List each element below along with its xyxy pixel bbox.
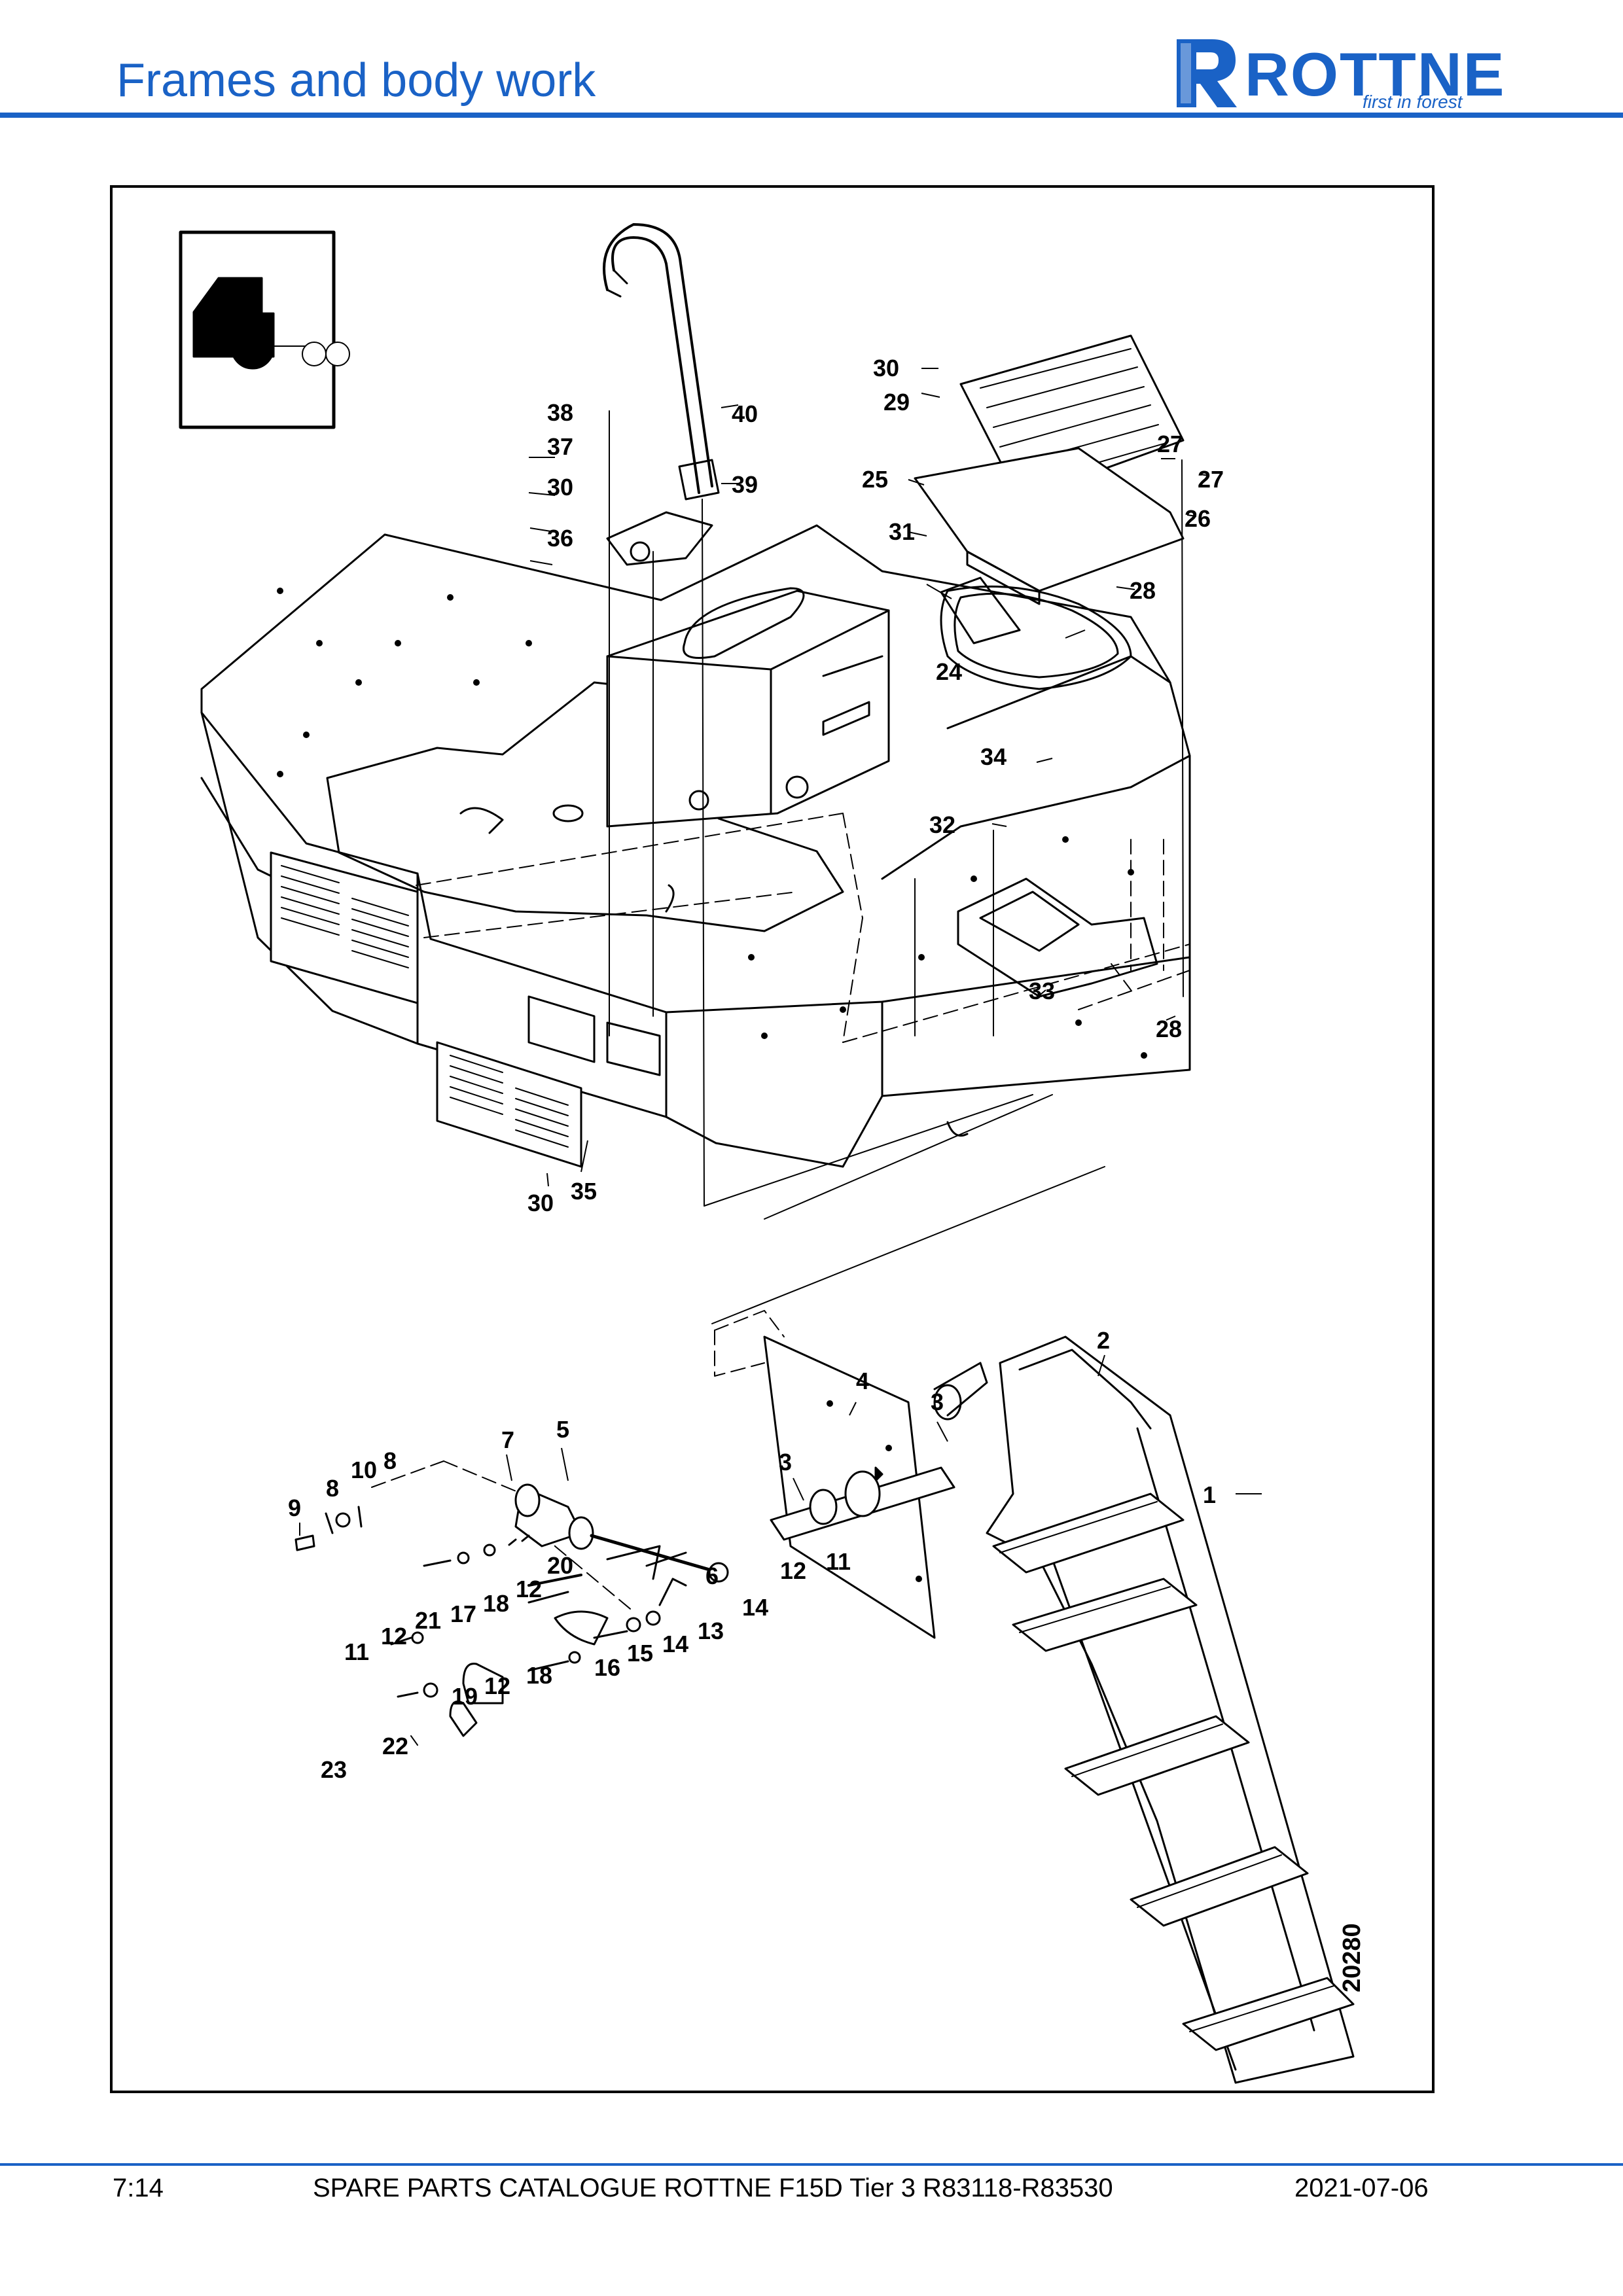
callout-24: 24 [936, 658, 962, 685]
callout-40: 40 [732, 400, 758, 427]
rear-frame-body [200, 524, 1191, 1168]
callout-36: 36 [547, 525, 573, 552]
cover-and-mat [914, 334, 1185, 690]
callout-25: 25 [862, 466, 888, 493]
callout-22: 22 [382, 1733, 408, 1759]
callout-1: 1 [1203, 1481, 1216, 1508]
figure-number: 20280 [1338, 1923, 1366, 1992]
callout-35: 35 [571, 1178, 597, 1205]
page-number: 7:14 [113, 2174, 164, 2202]
callout-32: 32 [929, 811, 955, 838]
callout-18: 18 [483, 1590, 509, 1617]
page-title: Frames and body work [116, 54, 596, 107]
figure-frame [110, 185, 1435, 2093]
callout-29: 29 [883, 389, 910, 415]
callout-30: 30 [547, 474, 573, 501]
callout-19: 19 [452, 1683, 478, 1710]
callout-8: 8 [326, 1475, 339, 1502]
publish-date: 2021-07-06 [1294, 2174, 1429, 2202]
callout-30: 30 [873, 355, 899, 381]
header-divider [0, 113, 1623, 118]
gas-spring [514, 1483, 729, 1583]
rottne-r-emblem-icon [1177, 39, 1237, 107]
callout-33: 33 [1029, 978, 1055, 1004]
callout-27: 27 [1157, 431, 1183, 457]
callout-12: 12 [516, 1576, 542, 1602]
rottne-logo: ROTTNE first in forest [1171, 34, 1512, 113]
callout-20: 20 [547, 1552, 573, 1579]
boarding-ladder [986, 1335, 1355, 2084]
callout-13: 13 [698, 1617, 724, 1644]
callout-14: 14 [742, 1594, 768, 1621]
forwarder-machine-icon [179, 230, 350, 429]
callout-27: 27 [1198, 466, 1224, 493]
callout-39: 39 [732, 471, 758, 498]
exploded-parts-diagram: 30 29 25 31 24 28 27 27 26 34 32 33 28 3… [179, 223, 1366, 2084]
footer-divider [0, 2163, 1623, 2166]
callout-28: 28 [1156, 1016, 1182, 1042]
callout-37: 37 [547, 433, 573, 460]
callout-28: 28 [1130, 577, 1156, 604]
callout-4: 4 [856, 1368, 869, 1394]
callout-12: 12 [780, 1557, 806, 1584]
brand-name: ROTTNE [1245, 40, 1506, 109]
linkage-small-parts [294, 1506, 687, 1746]
callout-23: 23 [321, 1756, 347, 1783]
callout-15: 15 [627, 1640, 653, 1667]
catalogue-title: SPARE PARTS CATALOGUE ROTTNE F15D Tier 3… [313, 2174, 1113, 2202]
callout-3: 3 [779, 1449, 792, 1475]
callout-10: 10 [351, 1457, 377, 1483]
callout-2: 2 [1097, 1327, 1110, 1354]
callout-12: 12 [381, 1623, 407, 1650]
pivot-shaft [770, 1362, 988, 1541]
callout-38: 38 [547, 399, 573, 426]
callout-16: 16 [594, 1654, 620, 1681]
callout-31: 31 [889, 518, 915, 545]
grab-handle [603, 223, 720, 566]
callout-8: 8 [383, 1447, 397, 1474]
callout-9: 9 [288, 1494, 301, 1521]
callout-11: 11 [826, 1548, 851, 1575]
callout-3: 3 [931, 1388, 944, 1415]
callout-17: 17 [450, 1600, 476, 1627]
callout-34: 34 [980, 743, 1007, 770]
callout-11: 11 [344, 1638, 369, 1665]
callout-30: 30 [527, 1190, 554, 1216]
callout-5: 5 [556, 1416, 569, 1443]
callout-26: 26 [1185, 505, 1211, 532]
callout-6: 6 [705, 1563, 719, 1589]
callout-7: 7 [501, 1426, 514, 1453]
callout-14: 14 [662, 1631, 688, 1657]
brand-slogan: first in forest [1363, 92, 1463, 112]
callout-21: 21 [415, 1607, 441, 1634]
callout-12: 12 [484, 1672, 510, 1699]
callout-18: 18 [526, 1662, 552, 1689]
